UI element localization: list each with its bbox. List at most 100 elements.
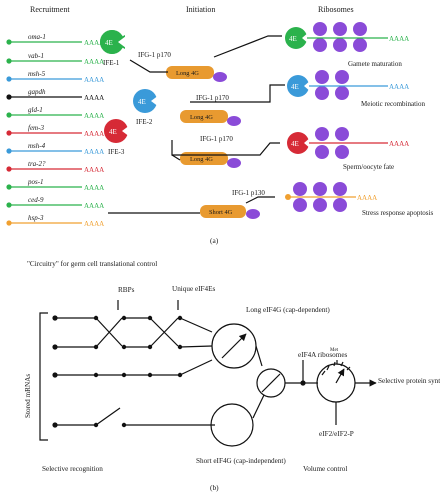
long-4g-label: Long 4G — [176, 70, 199, 77]
eif4a-icon — [227, 116, 241, 126]
ribosome-4e-label: 4E — [289, 35, 297, 43]
short-4g-box — [200, 205, 246, 218]
ife1-4e-label: 4E — [105, 39, 113, 47]
volume-control-label: Volume control — [303, 465, 347, 473]
gene-row: hsp-3 AAAA — [6, 214, 104, 228]
ife2-label: IFE-2 — [136, 118, 153, 126]
eif2-label: eIF2/eIF2-P — [319, 430, 354, 438]
long-4g-label: Long 4G — [190, 156, 213, 163]
ribosome-row-2: 4E AAAA Meiotic recombination — [287, 70, 425, 108]
poly-a-tail: AAAA — [84, 202, 104, 210]
gene-label: fem-3 — [28, 124, 44, 132]
ribosome-4e-label: 4E — [291, 83, 299, 91]
poly-a-tail: AAAA — [389, 83, 409, 91]
stored-mrnas-bracket — [39, 312, 48, 441]
ife3-label: IFE-3 — [108, 148, 125, 156]
short-4g-label: Short 4G — [209, 209, 233, 216]
gene-label: gapdh — [28, 88, 46, 96]
long-4g-box — [166, 66, 214, 79]
gene-label: tra-2? — [28, 160, 46, 168]
gene-label: hsp-3 — [28, 214, 44, 222]
ife1-label: IFE-1 — [103, 59, 120, 67]
stored-mrnas-label: Stored mRNAs — [24, 374, 32, 418]
poly-a-tail: AAAA — [84, 39, 104, 47]
gene-row: pos-1 AAAA — [6, 178, 104, 192]
poly-a-tail: AAAA — [84, 184, 104, 192]
ifg-label-2: IFG-1 p170 — [196, 94, 229, 102]
ribosome-row-1: 4E AAAA Gamete maturation — [285, 22, 409, 68]
rbp-switches — [95, 300, 215, 428]
gene-row: vab-1 AAAA — [6, 52, 104, 66]
poly-a-tail: AAAA — [84, 130, 104, 138]
panel-b: "Circuitry" for germ cell translational … — [24, 260, 440, 492]
gene-label: gld-1 — [28, 106, 43, 114]
gene-row: tra-2? AAAA — [6, 160, 104, 174]
ife1-complex: 4E IFE-1 IFG-1 p170 Long 4G — [100, 30, 282, 82]
ribosome-4e-label: 4E — [291, 140, 299, 148]
gene-label: msh-5 — [28, 70, 46, 78]
short-eif4g-label: Short eIF4G (cap-independent) — [196, 457, 286, 465]
gene-list: oma-1 AAAA vab-1 AAAA msh-5 AAAA gapdh A… — [6, 33, 104, 228]
poly-a-tail: AAAA — [389, 140, 409, 148]
gene-row: msh-4 AAAA — [6, 142, 104, 156]
ribosome-cap-icon — [287, 132, 309, 154]
panel-a-caption: (a) — [210, 236, 219, 245]
volume-control-gauge — [316, 360, 377, 425]
short-eif4g-dial — [210, 394, 265, 447]
rbps-label: RBPs — [118, 286, 135, 294]
header-initiation: Initiation — [186, 5, 215, 14]
ife2-cap-icon — [133, 89, 157, 113]
ife3-4e-label: 4E — [109, 128, 117, 136]
eif4a-icon — [227, 158, 241, 168]
ife3-cap-icon — [104, 119, 128, 143]
ribosome-row-3: 4E AAAA Sperm/oocyte fate — [287, 127, 409, 171]
gene-label: oma-1 — [28, 33, 46, 41]
poly-a-tail: AAAA — [389, 35, 409, 43]
gene-row: ced-9 AAAA — [6, 196, 104, 210]
long-4g-box — [180, 110, 228, 123]
ifg-label-1: IFG-1 p170 — [138, 51, 171, 59]
outcome-label: Stress response apoptosis — [362, 209, 433, 217]
gene-row: fem-3 AAAA — [6, 124, 104, 138]
ife2-complex: 4E IFE-2 IFG-1 p170 Long 4G — [133, 84, 285, 126]
gene-label: msh-4 — [28, 142, 46, 150]
header-recruitment: Recruitment — [30, 5, 70, 14]
poly-a-tail: AAAA — [84, 76, 104, 84]
poly-a-tail: AAAA — [84, 166, 104, 174]
poly-a-tail: AAAA — [84, 148, 104, 156]
poly-a-tail: AAAA — [84, 58, 104, 66]
poly-a-tail: AAAA — [84, 112, 104, 120]
ribosome-cap-icon — [285, 27, 307, 49]
outcome-label: Sperm/oocyte fate — [343, 163, 394, 171]
ife2-4e-label: 4E — [138, 98, 146, 106]
eif4a-icon — [246, 209, 260, 219]
header-ribosomes: Ribosomes — [318, 5, 354, 14]
ife3-complex: 4E IFE-3 IFG-1 p170 Long 4G — [104, 119, 280, 168]
poly-a-tail: AAAA — [84, 220, 104, 228]
gene-label: ced-9 — [28, 196, 44, 204]
ife1-cap-icon — [100, 30, 124, 54]
panel-b-title: "Circuitry" for germ cell translational … — [27, 260, 157, 268]
panel-a: Recruitment Initiation Ribosomes oma-1 A… — [6, 5, 433, 245]
gene-row: msh-5 AAAA — [6, 70, 104, 84]
trna-label: Met — [330, 348, 339, 353]
gene-label: pos-1 — [27, 178, 44, 186]
long-eif4g-label: Long eIF4G (cap-dependent) — [246, 306, 330, 314]
gene-row: gld-1 AAAA — [6, 106, 104, 120]
ifg-label-3: IFG-1 p170 — [200, 135, 233, 143]
poly-a-tail: AAAA — [357, 194, 377, 202]
poly-a-tail: AAAA — [84, 94, 104, 102]
short-4g-complex: IFG-1 p130 Short 4G — [108, 189, 275, 219]
gene-row: oma-1 AAAA — [6, 33, 104, 47]
selective-synthesis-label: Selective protein synthesis — [378, 377, 440, 385]
gene-row: gapdh AAAA — [6, 88, 104, 102]
ifg-label-4: IFG-1 p130 — [232, 189, 265, 197]
long-eif4g-dial — [211, 323, 263, 369]
eif4a-ribosomes-label: eIF4A ribosomes — [298, 351, 348, 359]
long-4g-label: Long 4G — [190, 114, 213, 121]
unique-eif4es-label: Unique eIF4Es — [172, 285, 216, 293]
selective-recognition-label: Selective recognition — [42, 465, 103, 473]
gene-label: vab-1 — [28, 52, 44, 60]
circuit-inputs — [52, 315, 99, 428]
